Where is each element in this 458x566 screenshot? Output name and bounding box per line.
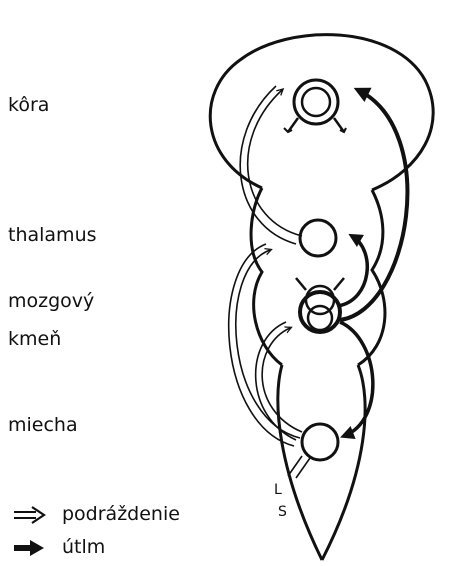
marker-l: L [274, 482, 282, 498]
thalamus-neuron [300, 220, 336, 256]
inhibitory-pathways [338, 90, 407, 436]
cortex-neuron [284, 80, 346, 132]
legend-inhibition: útlm [12, 538, 105, 557]
marker-s: S [278, 504, 287, 520]
legend-inhibition-label: útlm [62, 538, 105, 557]
brainstem-neuron [296, 278, 344, 332]
legend-excitation-label: podráždenie [62, 505, 180, 524]
hollow-double-arrow-icon [12, 506, 48, 524]
solid-arrow-icon [12, 539, 48, 557]
legend-excitation: podráždenie [12, 505, 180, 524]
brain-outline [210, 35, 433, 560]
spinal-neuron [302, 424, 338, 460]
